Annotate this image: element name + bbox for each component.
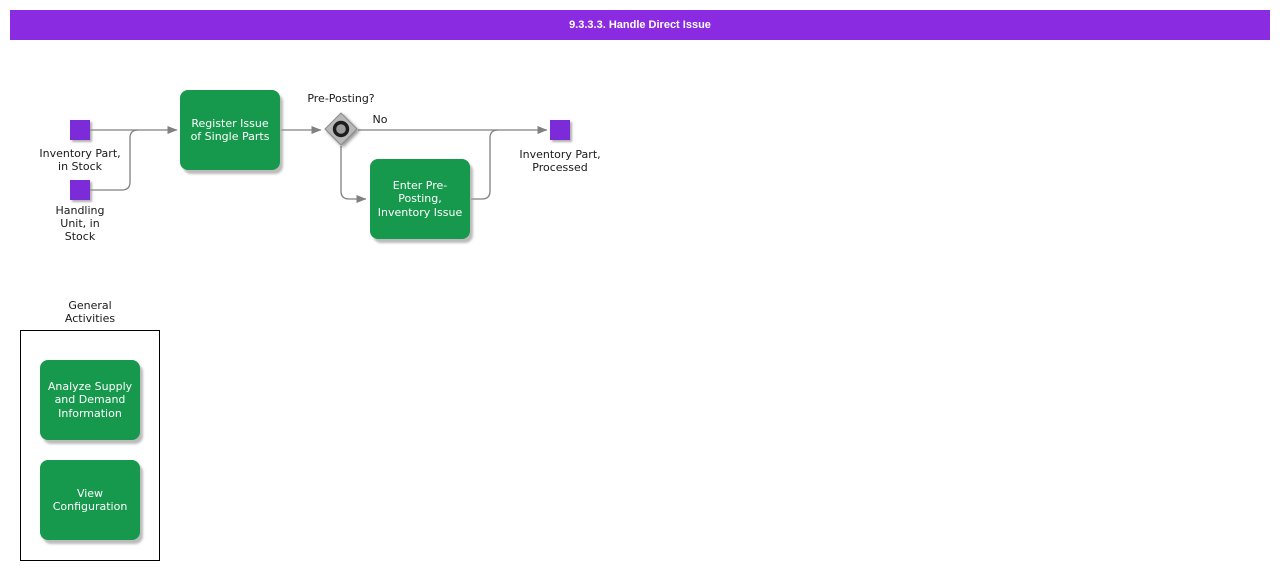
activity-enter-pre-posting-inventory-issue[interactable]: Enter Pre- Posting, Inventory Issue <box>370 159 470 239</box>
diagram-title-bar: 9.3.3.3. Handle Direct Issue <box>10 10 1270 40</box>
general-activities-title: General Activities <box>64 299 116 325</box>
activity-analyze-supply-and-demand-information[interactable]: Analyze Supply and Demand Information <box>40 360 140 440</box>
activity-view-configuration[interactable]: View Configuration <box>40 460 140 540</box>
event-inventory-part-in-stock[interactable] <box>70 120 90 140</box>
event-label-inventory-part-in-stock: Inventory Part, in Stock <box>39 147 121 173</box>
event-label-inventory-part-processed: Inventory Part, Processed <box>519 148 601 174</box>
event-inventory-part-processed[interactable] <box>550 120 570 140</box>
gateway-question-label: Pre-Posting? <box>307 92 375 105</box>
event-label-handling-unit-in-stock: Handling Unit, in Stock <box>55 204 105 243</box>
connector-gateway-to-preposting <box>340 146 367 203</box>
diagram-title: 9.3.3.3. Handle Direct Issue <box>569 19 711 31</box>
decision-gateway-icon <box>324 112 358 146</box>
branch-no-label: No <box>372 113 388 126</box>
activity-register-issue-of-single-parts[interactable]: Register Issue of Single Parts <box>180 90 280 170</box>
event-handling-unit-in-stock[interactable] <box>70 180 90 200</box>
